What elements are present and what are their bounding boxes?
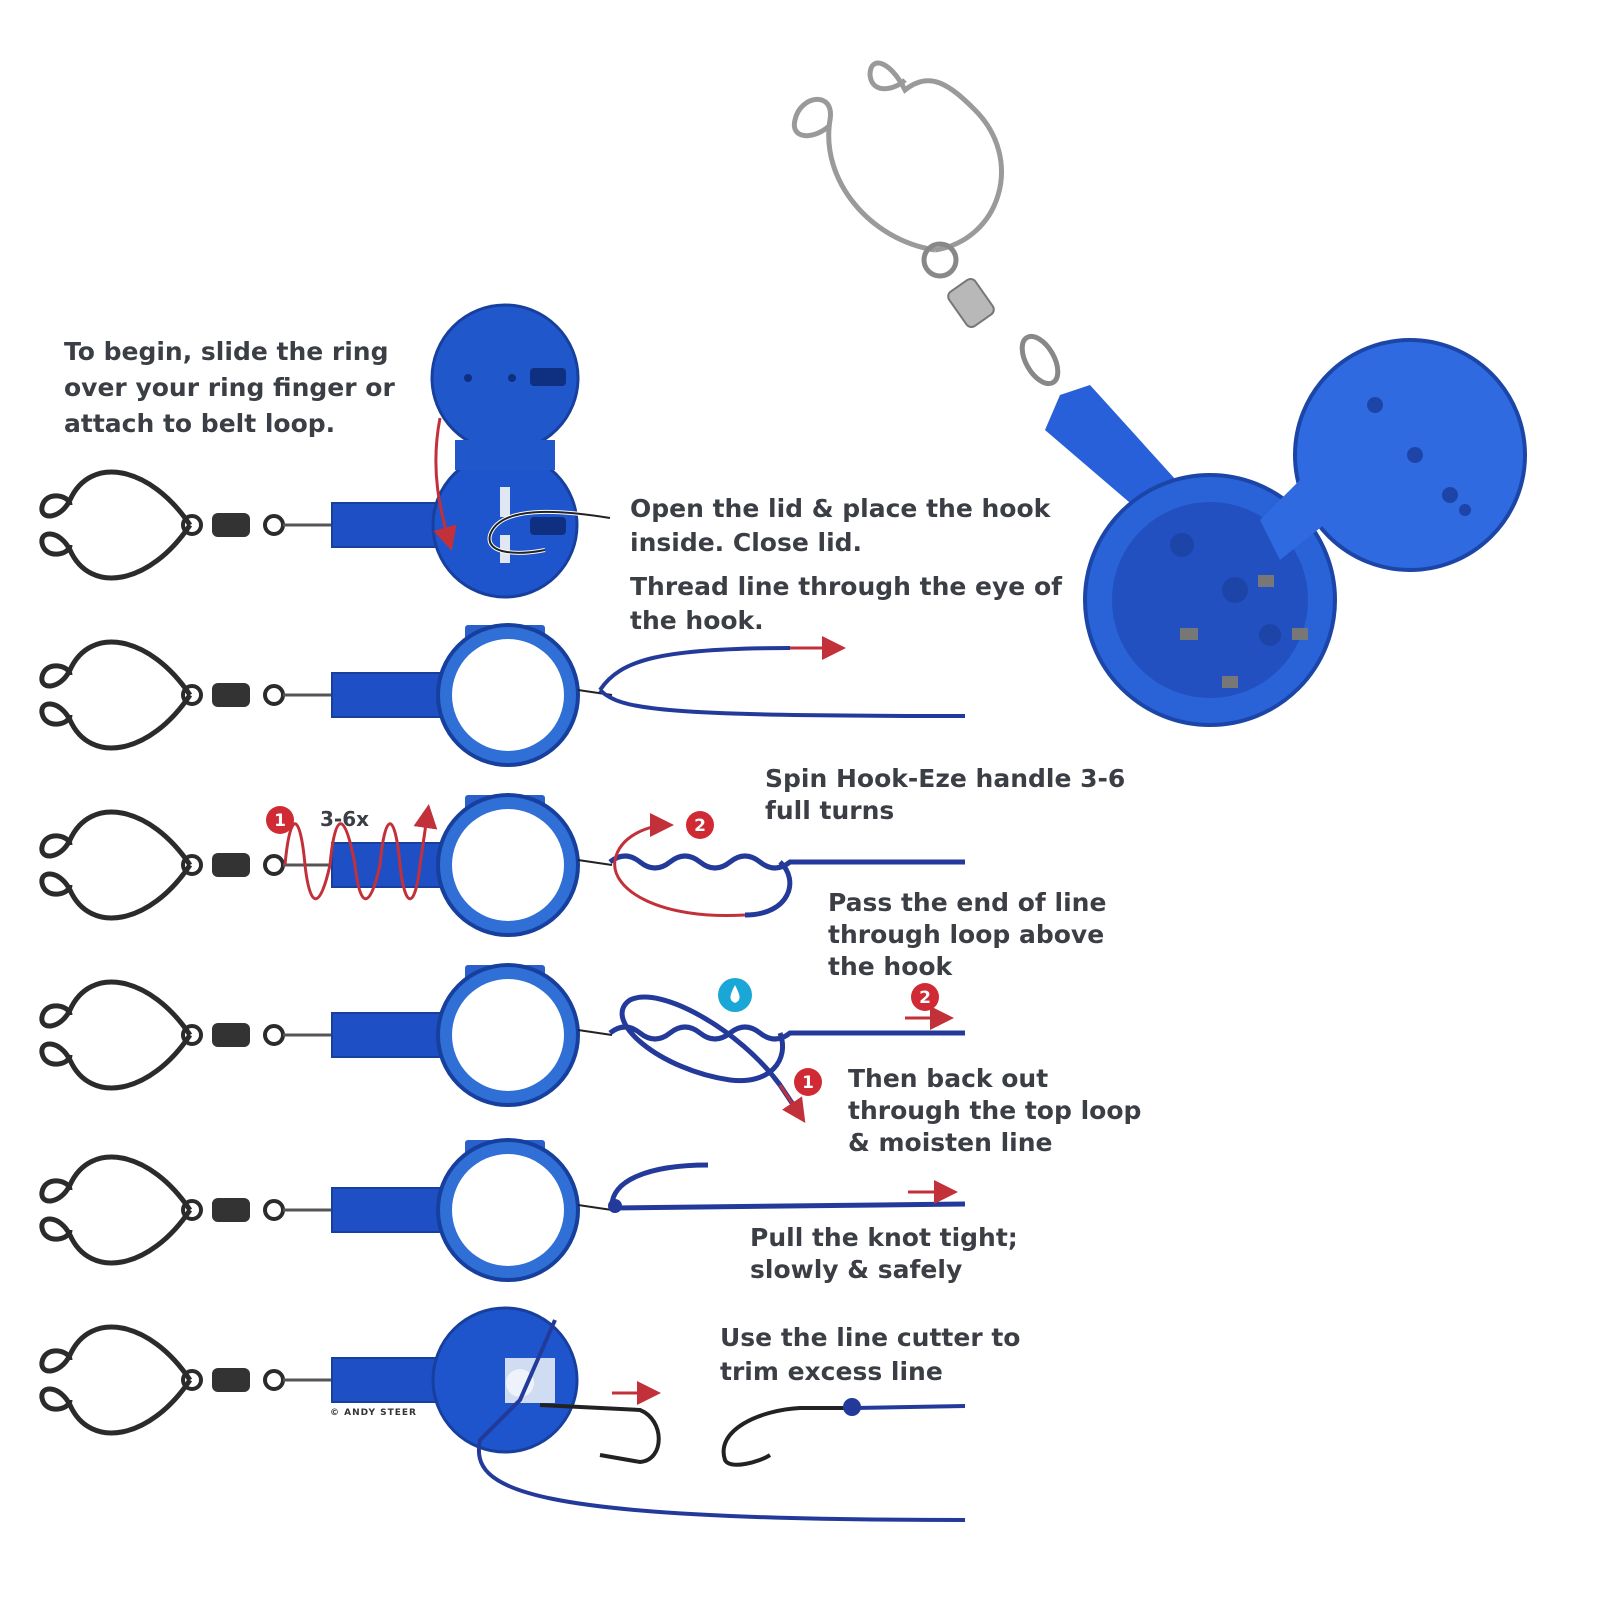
step-row: [39, 793, 613, 937]
swivel-eye: [263, 1369, 285, 1391]
instruction-line: & moisten line: [848, 1128, 1052, 1157]
swivel: [212, 683, 250, 707]
instruction-step-6: Then back out through the top loop & moist…: [848, 1064, 1141, 1157]
line-cutter-step: © ANDY STEER: [330, 1319, 966, 1522]
instruction-line: Pull the knot tight;: [750, 1223, 1018, 1252]
ring-eye: [181, 854, 203, 876]
fishing-line: [598, 646, 966, 718]
instruction-step-5: Pass the end of line through loop above th…: [828, 888, 1106, 981]
instruction-line: To begin, slide the ring: [64, 337, 389, 366]
swivel: [212, 1198, 250, 1222]
device-handle: [331, 1005, 451, 1065]
swivel: [212, 513, 250, 537]
instruction-line: full turns: [765, 796, 894, 825]
step-row: [39, 1138, 613, 1282]
badge-label: 1: [274, 811, 286, 831]
swivel: [947, 277, 995, 329]
ring-eye: [181, 1369, 203, 1391]
twist-arrow: [283, 804, 438, 900]
instruction-line: through loop above: [828, 920, 1104, 949]
step-badge-1: [794, 1068, 822, 1096]
device-handle: [331, 1180, 451, 1240]
ring-eye: [181, 1024, 203, 1046]
instruction-line: slowly & safely: [750, 1255, 962, 1284]
instruction-step-3: Thread line through the eye of the hook.: [630, 572, 1063, 635]
instruction-line: Open the lid & place the hook: [630, 494, 1052, 523]
instruction-line: the hook.: [630, 606, 764, 635]
swivel: [212, 853, 250, 877]
swivel-eye: [263, 1024, 285, 1046]
device-window: [452, 1154, 564, 1266]
swivel-eye: [263, 684, 285, 706]
instruction-step-8: Use the line cutter to trim excess line: [720, 1323, 1020, 1386]
instruction-line: Spin Hook-Eze handle 3-6: [765, 764, 1125, 793]
finger-ring: [39, 1324, 193, 1436]
finger-ring: [39, 639, 193, 751]
instruction-step-4: Spin Hook-Eze handle 3-6 full turns: [765, 764, 1125, 825]
swivel-eye: [263, 854, 285, 876]
finger-ring: [39, 1154, 193, 1266]
step-row: [39, 963, 613, 1107]
instruction-step-7: Pull the knot tight; slowly & safely: [750, 1223, 1018, 1284]
knot-line: [608, 994, 965, 1117]
swivel-eye: [263, 514, 285, 536]
instruction-line: through the top loop: [848, 1096, 1141, 1125]
finger-ring: [39, 469, 193, 581]
step-badge-2: [911, 983, 939, 1011]
instruction-line: Then back out: [848, 1064, 1048, 1093]
copyright: © ANDY STEER: [330, 1408, 417, 1418]
instruction-step-1: To begin, slide the ring over your ring f…: [64, 337, 395, 438]
ring-eye: [181, 1199, 203, 1221]
tied-hook-icon: [721, 1406, 855, 1467]
step-row: [39, 451, 579, 599]
swivel-eye: [263, 1199, 285, 1221]
instruction-line: inside. Close lid.: [630, 528, 862, 557]
badge-label: 1: [802, 1073, 814, 1093]
swivel: [212, 1023, 250, 1047]
ring-eye: [181, 514, 203, 536]
device-window: [452, 639, 564, 751]
device-window: [452, 809, 564, 921]
instruction-line: attach to belt loop.: [64, 409, 335, 438]
open-lid: [430, 303, 611, 555]
key-ring-wire: [791, 60, 1004, 253]
step-row: [39, 623, 613, 767]
step-badge-1: [266, 806, 294, 834]
turns-label: 3-6x: [320, 807, 369, 831]
instruction-line: Pass the end of line: [828, 888, 1106, 917]
instruction-step-2: Open the lid & place the hook inside. Clo…: [630, 494, 1052, 557]
instruction-line: Thread line through the eye of: [630, 572, 1063, 601]
badge-label: 2: [919, 988, 931, 1008]
badge-label: 2: [694, 816, 706, 836]
swivel: [212, 1368, 250, 1392]
finger-ring: [39, 979, 193, 1091]
product-photo: [791, 60, 1527, 727]
instruction-line: the hook: [828, 952, 954, 981]
twisted-line: [608, 853, 965, 918]
finger-ring: [39, 809, 193, 921]
device-window: [452, 979, 564, 1091]
ring-eye: [181, 684, 203, 706]
instruction-line: over your ring finger or: [64, 373, 395, 402]
hook-icon: [539, 1403, 661, 1465]
device-handle: [331, 665, 451, 725]
step-row: [39, 1306, 579, 1454]
device-handle-photo: [1045, 385, 1185, 520]
instruction-line: trim excess line: [720, 1357, 943, 1386]
tight-knot-line: [609, 1162, 966, 1211]
instruction-line: Use the line cutter to: [720, 1323, 1020, 1352]
step-badge-2: [686, 811, 714, 839]
